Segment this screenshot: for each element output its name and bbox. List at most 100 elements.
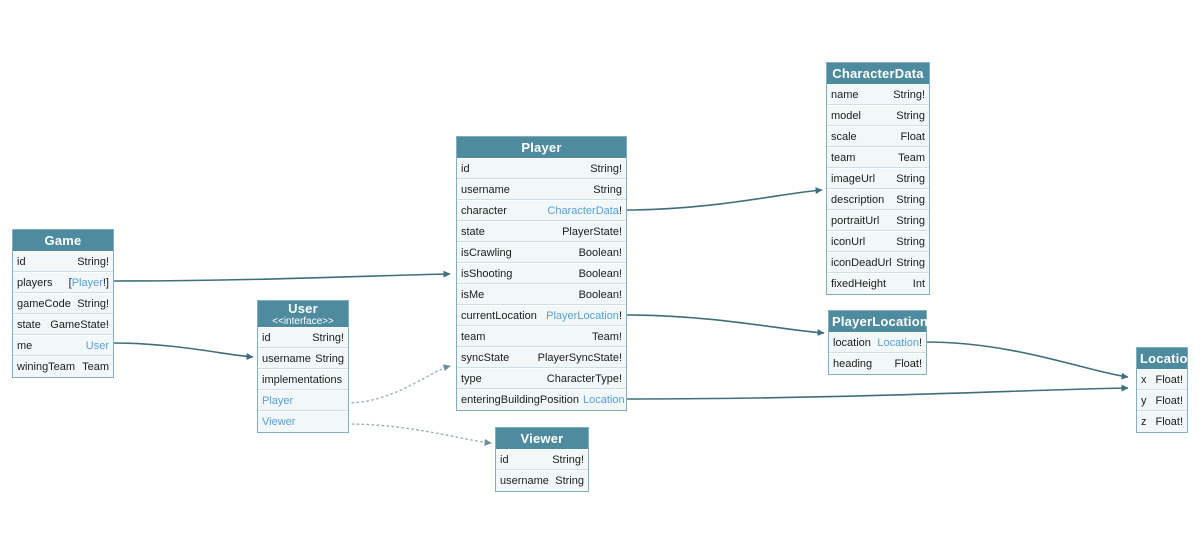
table-header-playerlocation[interactable]: PlayerLocation <box>829 311 928 333</box>
type-link-Player[interactable]: Player <box>71 276 103 289</box>
edge-user-impl-player-to-player <box>346 364 451 404</box>
type-prefix: [ <box>68 276 72 289</box>
field-type: Float! <box>1155 394 1183 407</box>
field-row-user-Player[interactable]: Player <box>258 391 348 411</box>
type-link-User[interactable]: User <box>85 339 109 352</box>
field-type: String! <box>590 162 622 175</box>
implementation-link[interactable]: Viewer <box>262 416 296 428</box>
field-row-user-Viewer[interactable]: Viewer <box>258 412 348 432</box>
field-type: String <box>315 352 344 365</box>
field-type: Float! <box>894 358 922 370</box>
field-name: description <box>831 193 885 206</box>
field-name: id <box>17 255 26 268</box>
field-type: PlayerState! <box>562 225 622 238</box>
table-header-location[interactable]: Location <box>1137 348 1196 370</box>
type-link-CharacterData[interactable]: CharacterData <box>547 204 619 217</box>
field-row-game-players[interactable]: players[Player!] <box>13 273 113 293</box>
type-link-Location[interactable]: Location <box>877 336 919 349</box>
field-type: Boolean! <box>578 246 622 259</box>
field-name: character <box>461 204 507 217</box>
field-name: portraitUrl <box>831 214 880 227</box>
edge-user-impl-viewer-to-viewer <box>346 423 492 446</box>
field-type: PlayerLocation! <box>546 310 622 322</box>
field-name: state <box>17 318 41 331</box>
table-title: Player <box>521 140 562 155</box>
field-row-player-state[interactable]: state PlayerState! <box>457 222 626 242</box>
table-title: PlayerLocation <box>832 314 928 329</box>
field-name: enteringBuildingPosition <box>461 394 580 406</box>
field-type: Team <box>898 151 925 164</box>
field-type: Location! <box>877 337 922 349</box>
field-name: fixedHeight <box>831 278 887 290</box>
implementation-link[interactable]: Player <box>262 394 294 407</box>
edge-playerlocation-location-to-location <box>924 341 1129 380</box>
edge-game-players-to-player <box>111 270 451 282</box>
field-type: User <box>86 340 109 352</box>
type-link-PlayerLocation[interactable]: PlayerLocation <box>546 309 619 322</box>
field-type: CharacterType! <box>546 372 622 385</box>
field-name: gameCode <box>17 297 71 310</box>
field-name: name <box>831 88 859 101</box>
table-header-characterdata[interactable]: CharacterData <box>827 63 929 85</box>
field-name: iconDeadUrl <box>831 256 892 269</box>
table-header-player[interactable]: Player <box>457 137 626 159</box>
field-type: [Player!] <box>69 277 109 289</box>
table-header-viewer[interactable]: Viewer <box>496 428 588 450</box>
field-row-characterdata-imageUrl[interactable]: imageUrl String <box>827 169 929 189</box>
field-row-game-gameCode[interactable]: gameCode String! <box>13 294 113 314</box>
field-type: Boolean! <box>578 267 622 280</box>
edge-game-me-to-user <box>111 342 254 361</box>
type-suffix: ! <box>918 336 922 349</box>
field-type: String! <box>552 453 584 466</box>
field-name: imageUrl <box>831 172 876 185</box>
field-type: String <box>896 172 925 185</box>
type-link-Location[interactable]: Location <box>583 394 625 406</box>
field-name: state <box>461 225 485 238</box>
table-header-game[interactable]: Game <box>13 230 113 252</box>
table-header-user[interactable]: User<<interface>> <box>258 301 348 328</box>
type-suffix: ! <box>618 204 622 217</box>
field-name: z <box>1141 416 1147 428</box>
field-row-player-character[interactable]: character CharacterData! <box>457 201 626 221</box>
field-name: username <box>262 352 311 365</box>
edge-player-currentlocation-to-playerlocation <box>624 314 825 337</box>
field-name: iconUrl <box>831 235 866 248</box>
field-row-user-username[interactable]: username String <box>258 349 348 369</box>
field-row-user-implementations[interactable]: implementations <box>258 370 348 390</box>
field-type: String! <box>77 297 109 310</box>
